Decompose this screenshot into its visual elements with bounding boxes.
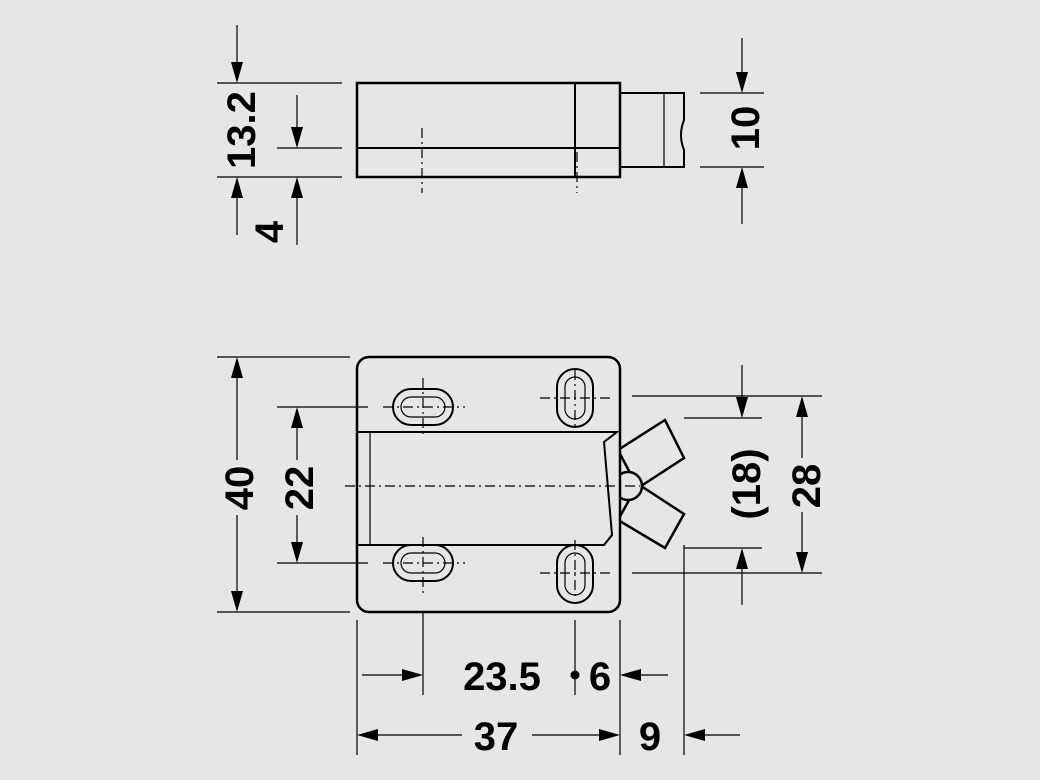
top-view-body [355,81,622,179]
dim-23-5-label: 23.5 [463,655,541,699]
dim-23-5-dot [570,670,580,680]
dim-22-label: 22 [278,466,322,511]
dim-40-label: 40 [218,466,262,511]
dim-10-label: 10 [724,106,768,151]
dim-28-arrow-bottom [796,552,808,573]
dim-18-arrow-bottom [736,548,748,569]
dim-13-2-label: 13.2 [220,91,264,169]
dim-22-arrow-bottom [291,542,303,563]
front-view-center-section [357,431,620,546]
dim-40-arrow-bottom [231,591,243,612]
dim-37-arrow-right [599,729,620,741]
front-view: 40 22 (18) 28 23.5 [217,355,829,759]
dim-23-5-arrow-left [402,669,423,681]
dim-9-label: 9 [639,715,661,759]
dim-28-arrow-top [796,396,808,417]
dim-13-2-arrow-top [231,62,243,83]
dim-18-label: (18) [725,448,769,519]
dim-6-label: 6 [589,655,611,699]
dim-4-arrow-bottom [291,177,303,198]
dim-4-label: 4 [248,220,292,243]
top-view: 13.2 4 10 [217,25,768,245]
dim-10-arrow-bottom [736,167,748,188]
dim-4-arrow-top [291,127,303,148]
slot-hole-top-right [556,368,594,428]
dim-28-label: 28 [785,464,829,509]
dim-22-arrow-top [291,407,303,428]
catch-arms [612,418,686,550]
top-view-plunger [620,92,685,168]
dim-37-label: 37 [474,715,519,759]
dim-40-arrow-top [231,357,243,378]
dim-13-2-arrow-bottom [231,177,243,198]
dim-10-arrow-top [736,72,748,93]
dim-18-arrow-top [736,397,748,418]
